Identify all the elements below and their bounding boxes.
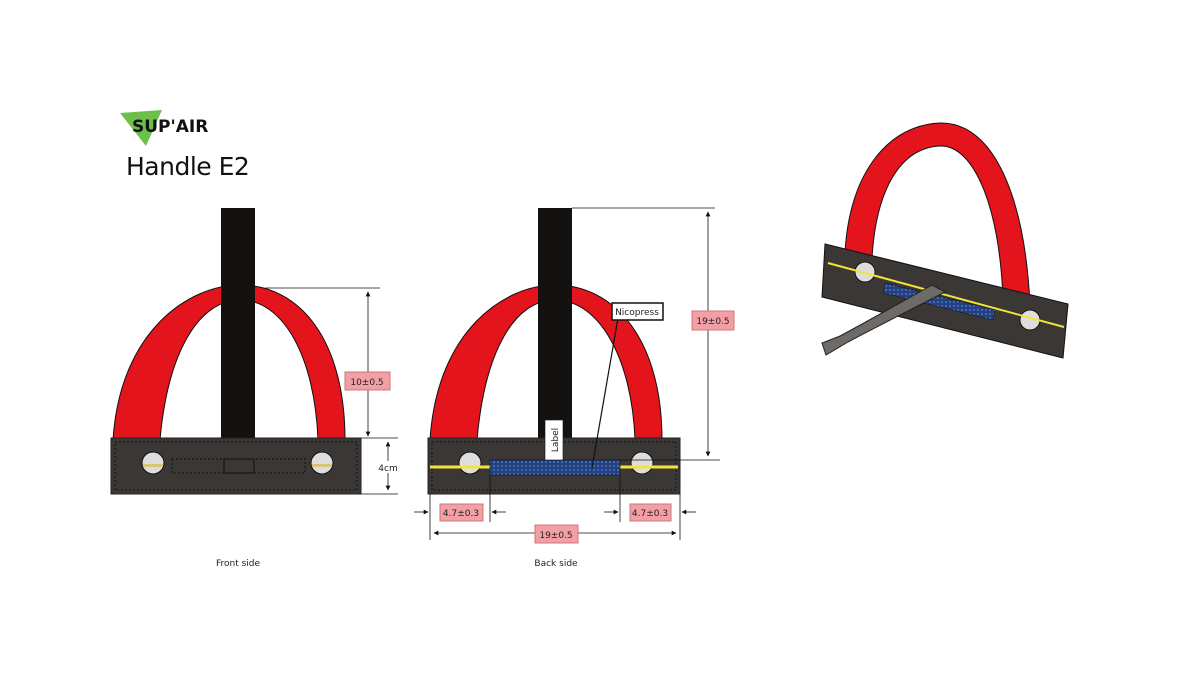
front-strap xyxy=(221,208,255,440)
back-side-caption: Back side xyxy=(534,559,578,569)
label-tag-text: Label xyxy=(551,428,561,452)
front-loop-dimension: 10±0.5 xyxy=(350,378,383,388)
back-right-dimension: 4.7±0.3 xyxy=(632,509,668,519)
back-left-dimension: 4.7±0.3 xyxy=(443,509,479,519)
page-title: Handle E2 xyxy=(126,152,250,181)
back-strap xyxy=(538,208,572,460)
perspective-strap xyxy=(821,284,947,356)
supair-logo: SUP'AIR xyxy=(120,110,208,146)
front-view: 10±0.5 4cm Front side xyxy=(110,208,401,569)
front-rivet-right-icon xyxy=(310,451,334,475)
back-height-dimension: 19±0.5 xyxy=(696,317,729,327)
front-side-caption: Front side xyxy=(216,559,261,569)
back-view: Label Nicopress 19±0.5 4.7±0.3 4.7±0.3 1… xyxy=(414,207,735,569)
nicopress-callout-text: Nicopress xyxy=(615,308,659,318)
front-height-dimension: 4cm xyxy=(378,464,397,474)
perspective-view xyxy=(821,122,1069,359)
back-width-dimension: 19±0.5 xyxy=(539,531,572,541)
label-tag xyxy=(544,419,564,461)
logo-text: SUP'AIR xyxy=(132,117,208,137)
logo-triangle-icon xyxy=(120,110,162,146)
front-rivet-left-icon xyxy=(141,451,165,475)
nicopress-callout xyxy=(611,302,664,321)
back-nicopress-sleeve xyxy=(489,459,621,476)
